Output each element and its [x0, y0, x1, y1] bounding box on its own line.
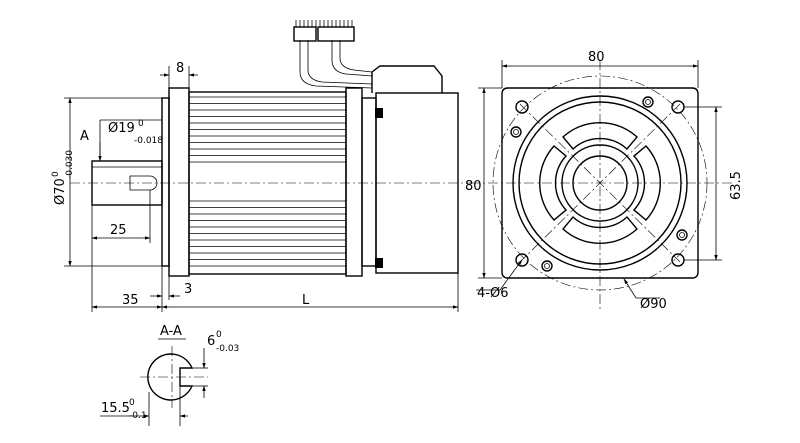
- dimension-key-length: 25: [91, 190, 151, 243]
- dimension-pilot-depth: 3: [150, 276, 192, 300]
- motor-rear-housing: [361, 92, 459, 274]
- hole-spacing-label: 63.5: [729, 171, 744, 200]
- pilot-diameter-upper: 0: [51, 171, 61, 177]
- key-depth-lower: -0.1: [129, 411, 147, 421]
- flange-width-label: 80: [588, 50, 605, 65]
- key-depth-upper: 0: [129, 398, 135, 408]
- key-width-upper: 0: [216, 330, 222, 340]
- dimension-pilot-diameter: Ø70 0 -0.030: [51, 97, 162, 267]
- dimension-mounting-holes: 4-Ø6: [476, 259, 523, 301]
- key-width-label: 6: [207, 334, 215, 349]
- pilot-diameter-lower: -0.030: [65, 150, 75, 179]
- shaft-diameter-upper: 0: [138, 119, 144, 129]
- dimension-shaft-diameter: A Ø19 0 -0.018: [80, 119, 163, 162]
- dimension-bolt-circle: Ø90: [623, 278, 667, 312]
- dimension-flange-thickness: 8: [160, 61, 198, 88]
- dimension-hole-spacing: 63.5: [684, 106, 744, 261]
- shaft-section-marker: A: [80, 129, 89, 144]
- key-width-lower: -0.03: [216, 344, 239, 354]
- front-view: 80 80 63.5 4-Ø6: [465, 50, 744, 312]
- dimension-flange-width: 80: [501, 50, 699, 88]
- dimension-flange-height: 80: [465, 87, 502, 279]
- flange-thickness-label: 8: [176, 61, 184, 76]
- dimension-body-length: L: [161, 273, 459, 312]
- bolt-circle-label: Ø90: [640, 297, 667, 312]
- shaft-diameter-label: Ø19: [108, 121, 135, 136]
- front-pilot-ring: [561, 144, 639, 222]
- pilot-depth-label: 3: [184, 282, 192, 297]
- body-length-label: L: [302, 293, 310, 308]
- motor-flange: [161, 87, 190, 277]
- side-view: 8 A Ø19 0 -0.018 Ø70 0 -0.030: [51, 20, 470, 312]
- key-depth-label: 15.5: [101, 401, 130, 416]
- section-label: A-A: [160, 324, 182, 339]
- mounting-holes-label: 4-Ø6: [477, 286, 508, 301]
- front-outer-ring: [512, 95, 688, 271]
- front-shaft-circle: [572, 155, 628, 211]
- front-flange: [501, 87, 699, 279]
- keyed-shaft-section: [147, 353, 194, 401]
- dimension-key-width: 6 0 -0.03: [192, 330, 239, 398]
- key-length-label: 25: [110, 223, 127, 238]
- section-view: A-A 6 0 -0.03 15.5 0 -0.1: [100, 324, 239, 426]
- motor-body-finned: [188, 87, 363, 277]
- shaft-diameter-lower: -0.018: [134, 136, 163, 146]
- dimension-key-depth: 15.5 0 -0.1: [100, 386, 188, 426]
- flange-height-label: 80: [465, 179, 482, 194]
- motor-connector: [293, 20, 443, 93]
- bolt-circle: [492, 75, 708, 291]
- shaft-length-label: 35: [122, 293, 139, 308]
- front-cooling-windows: [538, 121, 662, 245]
- dimension-shaft-length: 35: [91, 243, 163, 312]
- pilot-diameter-label: Ø70: [53, 178, 68, 205]
